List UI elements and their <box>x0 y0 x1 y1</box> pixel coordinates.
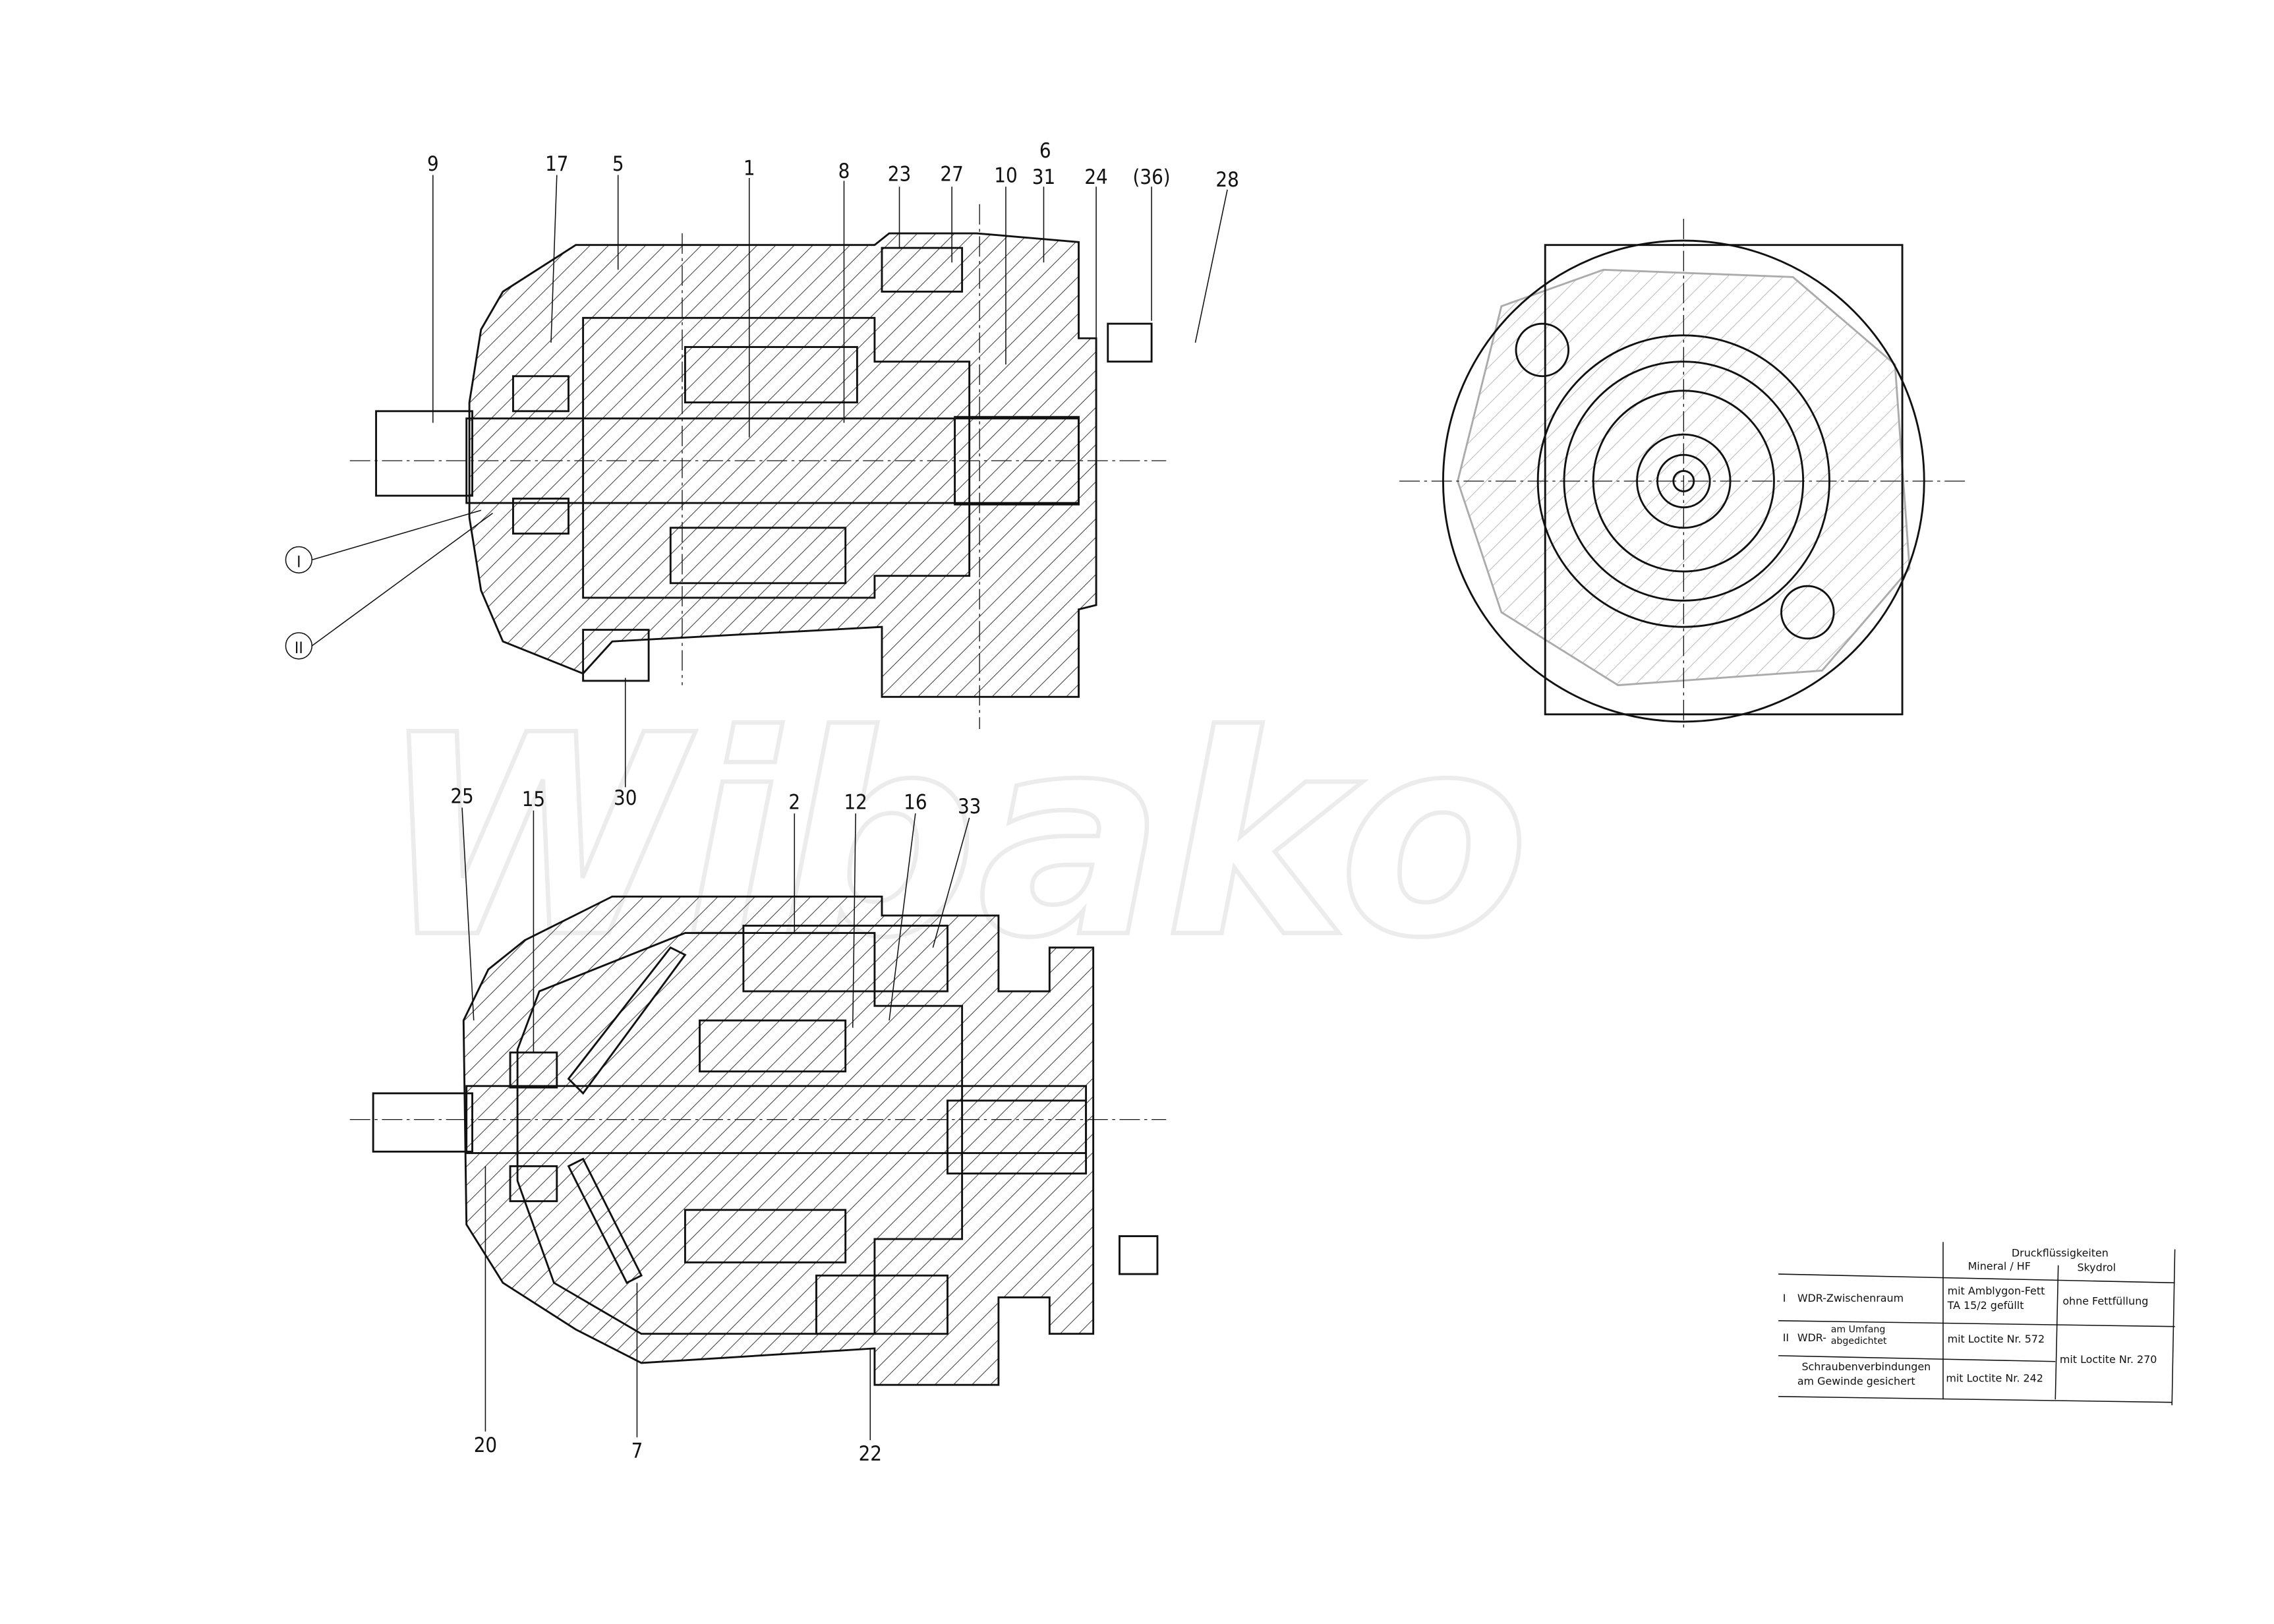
row3-label-line2: am Gewinde gesichert <box>1797 1375 1915 1387</box>
leader-lines <box>311 175 1228 1441</box>
row1-mineral-line2: TA 15/2 gefüllt <box>1947 1299 2024 1312</box>
callout-36: (36) <box>1133 165 1171 189</box>
skydrol-shared: mit Loctite Nr. 270 <box>2060 1353 2157 1366</box>
callout-5: 5 <box>612 152 624 176</box>
callout-25: 25 <box>450 785 473 809</box>
callout-33: 33 <box>958 795 981 819</box>
callout-9: 9 <box>427 152 439 176</box>
top-section-view <box>349 204 1167 729</box>
callout-28: 28 <box>1215 168 1239 192</box>
marker-I: I <box>297 552 301 571</box>
callout-24: 24 <box>1084 165 1107 189</box>
row2-mineral: mit Loctite Nr. 572 <box>1948 1333 2045 1345</box>
callouts: 9 17 5 1 8 23 27 10 6 31 24 (36) 28 30 I… <box>285 139 1239 1466</box>
callout-22: 22 <box>859 1442 882 1466</box>
table-header-group: Druckflüssigkeiten <box>2012 1247 2109 1260</box>
callout-27: 27 <box>940 162 963 186</box>
callout-16: 16 <box>904 791 927 815</box>
callout-20: 20 <box>474 1434 497 1457</box>
row1-mineral-line1: mit Amblygon-Fett <box>1948 1285 2045 1297</box>
fluid-table: Druckflüssigkeiten Mineral / HF Skydrol … <box>1778 1242 2176 1406</box>
row1-marker: I <box>1783 1292 1786 1304</box>
row1-skydrol: ohne Fettfüllung <box>2062 1295 2148 1308</box>
callout-31: 31 <box>1032 165 1055 189</box>
callout-2: 2 <box>788 791 800 815</box>
end-view <box>1399 218 1968 729</box>
callout-8: 8 <box>838 160 850 183</box>
row2-marker: II <box>1783 1331 1789 1344</box>
callout-7: 7 <box>631 1439 643 1463</box>
callout-6: 6 <box>1039 139 1051 163</box>
table-col-skydrol: Skydrol <box>2077 1262 2116 1274</box>
table-col-mineral: Mineral / HF <box>1968 1260 2031 1272</box>
callout-12: 12 <box>844 791 867 815</box>
callout-1: 1 <box>743 157 755 181</box>
row3-label-line1: Schraubenverbindungen <box>1801 1360 1931 1373</box>
callout-15: 15 <box>522 788 545 811</box>
lower-section-view <box>349 895 1167 1386</box>
callout-23: 23 <box>888 162 911 186</box>
row1-label: WDR-Zwischenraum <box>1797 1292 1904 1304</box>
row2-label-bottom: abgedichtet <box>1831 1336 1887 1347</box>
row2-label: WDR- <box>1797 1331 1826 1344</box>
callout-10: 10 <box>994 164 1017 188</box>
callout-30: 30 <box>614 786 637 810</box>
marker-II: II <box>295 638 303 657</box>
row3-mineral: mit Loctite Nr. 242 <box>1946 1372 2043 1385</box>
row2-label-top: am Umfang <box>1831 1325 1886 1335</box>
callout-17: 17 <box>545 152 568 176</box>
